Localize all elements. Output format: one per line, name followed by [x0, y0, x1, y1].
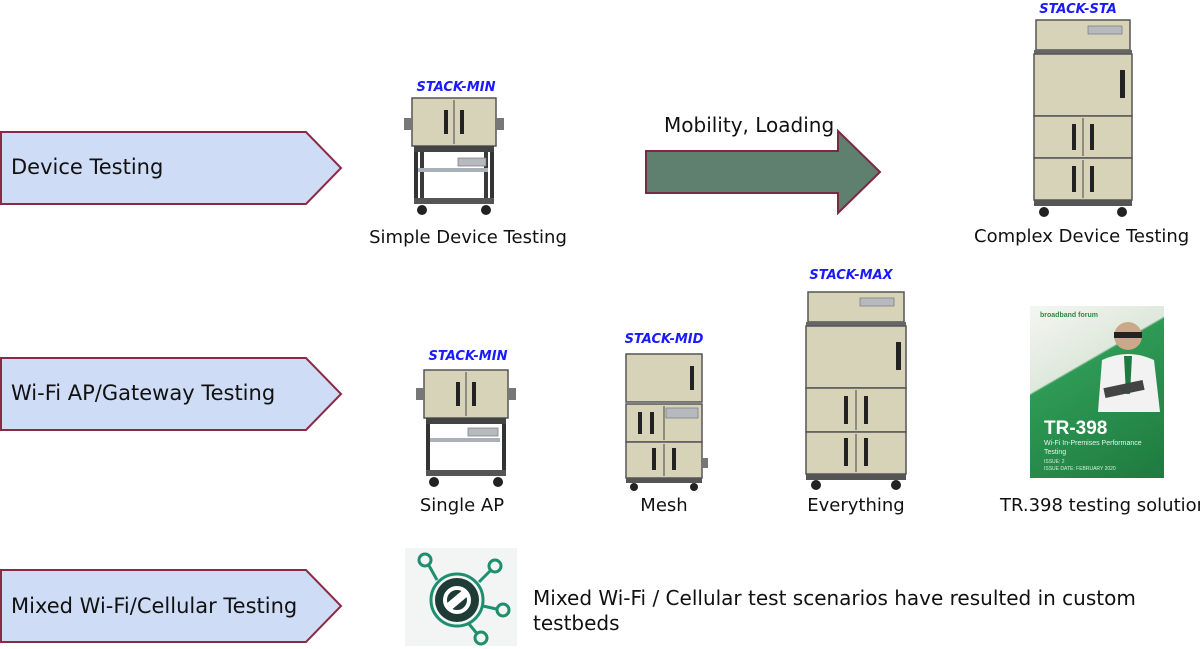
- mesh-caption: Mesh: [640, 495, 688, 516]
- stack-min-ap-rack-image: [416, 369, 516, 487]
- stack-sta-tag: STACK-STA: [1039, 2, 1117, 17]
- complex-device-testing-caption: Complex Device Testing: [974, 226, 1190, 247]
- report-title: TR-398: [1044, 418, 1108, 439]
- everything-caption: Everything: [807, 495, 905, 516]
- report-issue: ISSUE: 2: [1044, 459, 1065, 465]
- simple-device-testing-caption: Simple Device Testing: [369, 227, 567, 248]
- stack-min-rack-image: [404, 97, 504, 215]
- stack-min-tag: STACK-MIN: [416, 80, 496, 95]
- custom-testbed-icon: [405, 548, 517, 646]
- tr398-report-cover-image: broadband forum TR-398 Wi-Fi In-Premises…: [1030, 306, 1164, 478]
- progression-arrow: [645, 128, 882, 216]
- row-label-ap-testing: [0, 357, 343, 431]
- report-brand: broadband forum: [1040, 312, 1098, 319]
- row-label-device-testing: [0, 131, 343, 205]
- stack-mid-rack-image: [625, 353, 708, 491]
- stack-min-ap-tag: STACK-MIN: [428, 349, 508, 364]
- row-label-device-testing-text: Device Testing: [11, 155, 164, 179]
- report-subtitle: Wi-Fi In-Premises Performance Testing: [1044, 440, 1142, 456]
- tr398-caption: TR.398 testing solution: [1000, 495, 1200, 516]
- stack-max-tag: STACK-MAX: [809, 268, 893, 283]
- stack-max-rack-image: [805, 291, 907, 490]
- single-ap-caption: Single AP: [419, 495, 505, 516]
- report-person-illustration: [1098, 322, 1160, 412]
- row-label-mixed-testing: [0, 569, 343, 643]
- report-issue-date: ISSUE DATE: FEBRUARY 2020: [1044, 466, 1116, 472]
- row-label-mixed-testing-text: Mixed Wi-Fi/Cellular Testing: [11, 594, 298, 618]
- mobility-loading-label: Mobility, Loading: [664, 113, 835, 137]
- mixed-testbeds-description: Mixed Wi-Fi / Cellular test scenarios ha…: [533, 586, 1136, 635]
- row-label-ap-testing-text: Wi-Fi AP/Gateway Testing: [11, 381, 276, 405]
- stack-sta-rack-image: [1033, 19, 1133, 217]
- stack-mid-tag: STACK-MID: [624, 332, 704, 347]
